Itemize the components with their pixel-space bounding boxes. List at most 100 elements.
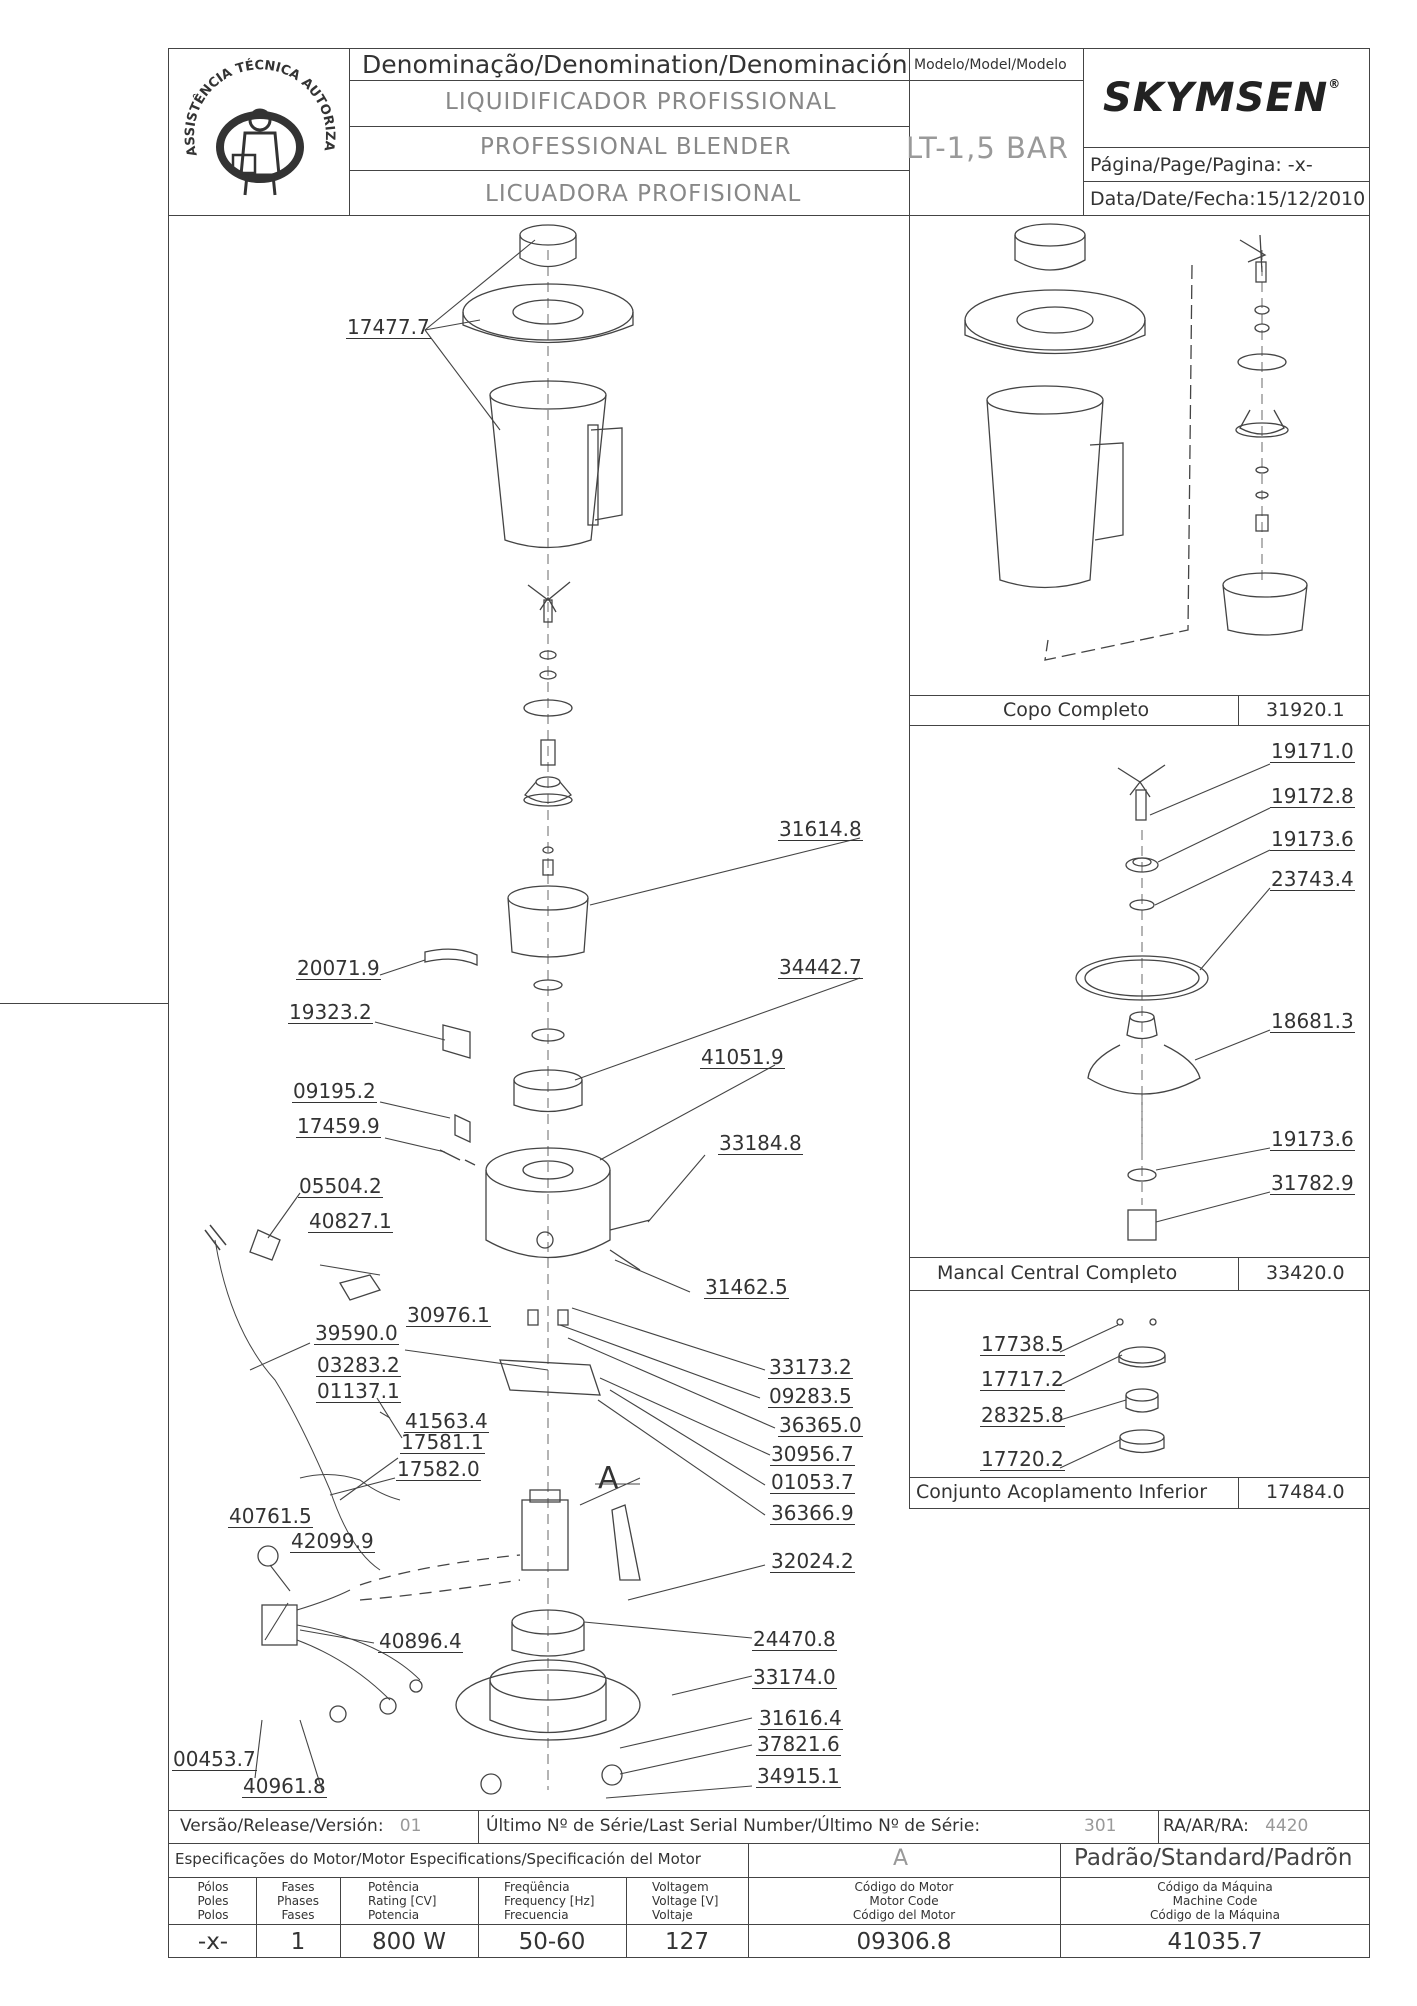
- version-label: Versão/Release/Versión:: [180, 1816, 384, 1836]
- col-head-line: Poles: [197, 1893, 229, 1908]
- part-number: 31462.5: [704, 1275, 789, 1299]
- part-number: 39590.0: [314, 1321, 399, 1345]
- part-number: 37821.6: [756, 1732, 841, 1756]
- col-head-line: Voltagem: [652, 1880, 709, 1894]
- page-value: -x-: [1287, 154, 1313, 176]
- part-number: 30956.7: [770, 1442, 855, 1466]
- header-divider-3: [1083, 48, 1084, 215]
- part-number: 17717.2: [980, 1367, 1065, 1391]
- panel-line: [909, 1290, 1370, 1291]
- part-number: 01053.7: [770, 1470, 855, 1494]
- frequency-value: 50-60: [518, 1929, 586, 1955]
- phases-value: 1: [290, 1929, 306, 1955]
- col-head-line: Voltaje: [652, 1907, 693, 1922]
- part-number: 17581.1: [400, 1430, 485, 1454]
- date-field: Data/Date/Fecha:15/12/2010: [1090, 190, 1365, 209]
- panel-line: [909, 1477, 1370, 1478]
- motor-letter: A: [893, 1846, 909, 1871]
- assembly-code-coupling: 17484.0: [1266, 1481, 1345, 1503]
- part-number: 41051.9: [700, 1045, 785, 1069]
- footer-divider: [256, 1877, 257, 1958]
- header-row-line: [1083, 181, 1370, 182]
- authorized-assistance-stamp: ASSISTÊNCIA TÉCNICA AUTORIZADA: [175, 55, 337, 196]
- motor-code-value: 09306.8: [856, 1929, 952, 1955]
- part-number: 40761.5: [228, 1504, 313, 1528]
- part-number: 34915.1: [756, 1764, 841, 1788]
- part-number: 17459.9: [296, 1114, 381, 1138]
- voltage-value: 127: [665, 1929, 709, 1955]
- poles-value: -x-: [197, 1929, 229, 1955]
- version-field: Versão/Release/Versión: 01: [180, 1818, 421, 1835]
- part-number: 31782.9: [1270, 1171, 1355, 1195]
- col-head-line: Potência: [368, 1880, 420, 1894]
- part-number: 30976.1: [406, 1303, 491, 1327]
- page-label: Página/Page/Pagina:: [1090, 154, 1282, 176]
- panel-cell-divider: [1238, 695, 1239, 725]
- col-head-line: Frequency [Hz]: [504, 1893, 595, 1908]
- part-number: 36366.9: [770, 1501, 855, 1525]
- ra-value: 4420: [1265, 1816, 1309, 1836]
- drawing-frame: [168, 48, 1370, 1958]
- part-number: 00453.7: [172, 1747, 257, 1771]
- header-row-line: [909, 80, 1083, 81]
- part-number: 33184.8: [718, 1131, 803, 1155]
- assembly-code-cup: 31920.1: [1266, 699, 1345, 721]
- col-head-line: Rating [CV]: [368, 1893, 437, 1908]
- panel-divider: [909, 215, 910, 1508]
- part-number: 40961.8: [242, 1774, 327, 1798]
- col-head-line: Código da Máquina: [1157, 1880, 1273, 1894]
- assembly-label-bearing: Mancal Central Completo: [937, 1262, 1178, 1284]
- name-portuguese: LIQUIDIFICADOR PROFISSIONAL: [445, 89, 837, 115]
- part-number: 09195.2: [292, 1079, 377, 1103]
- serial-label: Último Nº de Série/Last Serial Number/Úl…: [486, 1816, 981, 1836]
- date-label: Data/Date/Fecha:: [1090, 188, 1256, 210]
- model-label: Modelo/Model/Modelo: [914, 57, 1067, 73]
- col-head-line: Voltage [V]: [652, 1893, 719, 1908]
- part-number: 34442.7: [778, 955, 863, 979]
- footer-divider: [340, 1877, 341, 1958]
- name-spanish: LICUADORA PROFISIONAL: [485, 181, 802, 207]
- col-head-line: Potencia: [368, 1907, 420, 1922]
- panel-line: [909, 725, 1370, 726]
- detail-letter-A: A: [598, 1461, 619, 1496]
- brand-logo: SKYMSEN®: [1103, 78, 1341, 118]
- col-head-line: Pólos: [197, 1880, 229, 1894]
- part-number: 32024.2: [770, 1549, 855, 1573]
- denomination-label: Denominação/Denomination/Denominación: [362, 50, 908, 79]
- part-number: 31614.8: [778, 817, 863, 841]
- footer-divider: [626, 1877, 627, 1958]
- col-head-line: Código do Motor: [854, 1880, 954, 1894]
- part-number: 17477.7: [346, 315, 431, 339]
- header-row-line: [349, 80, 909, 81]
- panel-line: [909, 1508, 1370, 1509]
- part-number: 41563.4: [404, 1409, 489, 1433]
- col-head-line: Fases: [281, 1907, 315, 1922]
- part-number: 09283.5: [768, 1384, 853, 1408]
- footer-divider: [1158, 1810, 1159, 1843]
- part-number: 36365.0: [778, 1413, 863, 1437]
- part-number: 18681.3: [1270, 1009, 1355, 1033]
- col-head-line: Polos: [197, 1907, 229, 1922]
- machine-code-value: 41035.7: [1167, 1929, 1263, 1955]
- motor-spec-label: Especificações do Motor/Motor Especifica…: [175, 1850, 701, 1868]
- part-number: 03283.2: [316, 1353, 401, 1377]
- col-head-line: Código de la Máquina: [1150, 1907, 1280, 1922]
- version-value: 01: [399, 1816, 422, 1836]
- assembly-code-bearing: 33420.0: [1266, 1262, 1345, 1284]
- footer-divider: [1060, 1843, 1061, 1958]
- footer-divider: [478, 1877, 479, 1958]
- part-number: 17582.0: [396, 1457, 481, 1481]
- name-english: PROFESSIONAL BLENDER: [480, 134, 792, 160]
- part-number: 19173.6: [1270, 1127, 1355, 1151]
- col-head-line: Motor Code: [869, 1893, 939, 1908]
- col-head-line: Fases: [281, 1880, 315, 1894]
- panel-line: [909, 1257, 1370, 1258]
- part-number: 23743.4: [1270, 867, 1355, 891]
